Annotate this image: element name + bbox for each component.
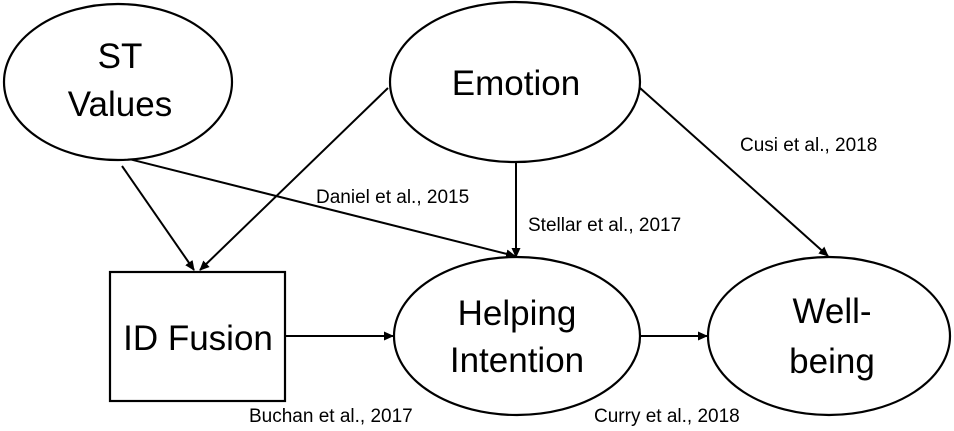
- edge-label-stellar: Stellar et al., 2017: [528, 215, 681, 236]
- well-being-label-line2: being: [789, 342, 875, 381]
- well-being-label-line1: Well-: [792, 292, 871, 331]
- edge-label-daniel: Daniel et al., 2015: [316, 187, 469, 208]
- helping-intention-label-line2: Intention: [450, 341, 584, 380]
- edge-labels: Daniel et al., 2015 Stellar et al., 2017…: [249, 135, 877, 427]
- node-id-fusion: ID Fusion: [108, 270, 287, 403]
- emotion-label: Emotion: [452, 64, 580, 103]
- well-being-ellipse: [706, 255, 952, 417]
- edge-emotion-to-id-fusion: [199, 87, 389, 271]
- id-fusion-label: ID Fusion: [123, 319, 273, 358]
- edge-label-cusi: Cusi et al., 2018: [740, 135, 877, 156]
- node-emotion: Emotion: [388, 0, 642, 164]
- st-values-label-line2: Values: [68, 85, 172, 124]
- edge-emotion-to-well-being: [639, 87, 829, 257]
- edge-st-values-to-helping-intention: [124, 157, 516, 259]
- edge-label-buchan: Buchan et al., 2017: [249, 406, 413, 427]
- helping-intention-ellipse: [392, 255, 642, 417]
- node-well-being: Well- being: [706, 255, 952, 417]
- emotion-ellipse: [388, 0, 642, 164]
- helping-intention-label-line1: Helping: [458, 294, 577, 333]
- st-values-label-line1: ST: [98, 37, 143, 76]
- node-helping-intention: Helping Intention: [392, 255, 642, 417]
- node-st-values: ST Values: [2, 2, 234, 162]
- st-values-ellipse: [2, 2, 234, 162]
- edge-label-curry: Curry et al., 2018: [594, 406, 740, 427]
- id-fusion-box: [108, 270, 287, 403]
- edge-st-values-to-id-fusion: [121, 165, 195, 271]
